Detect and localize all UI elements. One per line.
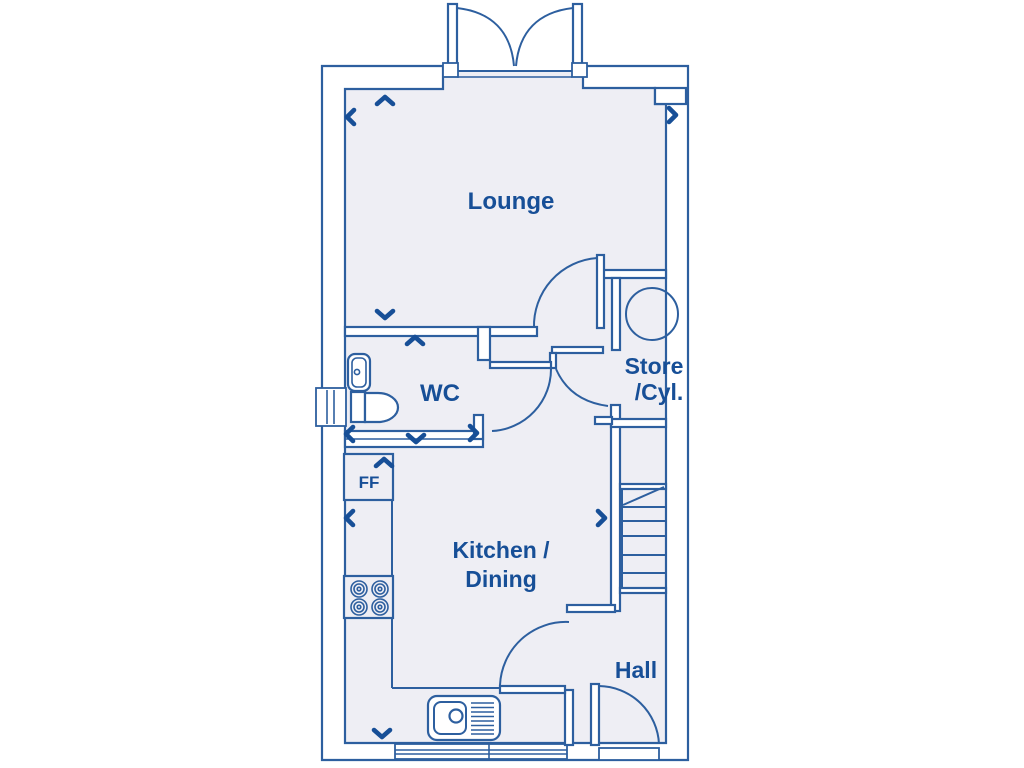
lounge-right-arrow [666, 105, 679, 125]
store-door-leaf [593, 415, 614, 426]
store-label-line2: /Cyl. [635, 379, 684, 405]
store-north-wall [601, 268, 668, 280]
lobby-wall-stub [548, 351, 558, 370]
hall-west-wall-stub [563, 688, 575, 747]
store-label-line1: Store [625, 353, 684, 379]
front-door-leaf [589, 682, 601, 747]
kitchen-label-line1: Kitchen / [452, 537, 550, 563]
floor-area [345, 71, 666, 743]
lounge-door-leaf [595, 253, 606, 330]
kitchen-label-line2: Dining [465, 566, 537, 592]
wc-door-swing-arc [491, 367, 553, 432]
wc-right-arrow [467, 423, 480, 443]
kitchen-right-arrow [595, 508, 608, 528]
wc-left-arrow [343, 424, 356, 444]
wc-toilet [349, 390, 400, 424]
dimension-arrows [343, 94, 679, 740]
kitchen-door-swing-arc [499, 620, 570, 686]
wc-basin [346, 352, 372, 393]
meter-box [315, 387, 347, 427]
kitchen-up-arrow [373, 456, 395, 469]
hall-label: Hall [615, 657, 657, 683]
lounge-down-arrow [374, 308, 396, 321]
chimney-notch [653, 86, 688, 106]
lobby-wall-segment [550, 345, 605, 355]
stairs-top-edge [618, 482, 668, 491]
store-door-swing-arc [555, 368, 609, 407]
french-doors [442, 2, 588, 78]
front-door-threshold [598, 747, 660, 761]
lounge-label: Lounge [468, 188, 555, 215]
lounge-south-wall [343, 325, 539, 338]
hall-north-wall [565, 603, 617, 614]
wc-east-jamb-upper [476, 325, 492, 362]
french-door-right-jamb [571, 62, 588, 78]
stairs-winder-line [622, 486, 665, 506]
wc-door-leaf [488, 360, 553, 370]
kitchen-door-leaf [498, 684, 567, 695]
lounge-left-arrow [344, 107, 357, 127]
french-door-left-leaf [446, 2, 459, 69]
stairs-bottom-edge [618, 586, 668, 595]
lounge-up-arrow [374, 94, 396, 107]
french-door-left-jamb [442, 62, 459, 78]
store-west-wall-upper [610, 276, 622, 352]
hob [342, 574, 395, 620]
kitchen-left-arrow [343, 508, 356, 528]
lounge-door-swing-arc [532, 257, 598, 329]
french-door-right-leaf [571, 2, 584, 69]
store-south-wall [609, 417, 668, 429]
internal-doors [488, 253, 660, 761]
french-door-left-swing-arc [456, 7, 515, 67]
front-door-swing-arc [598, 685, 660, 745]
kitchen-sink-drainer [426, 694, 502, 742]
fridge-freezer-label: FF [359, 473, 380, 492]
stairs [618, 482, 668, 595]
wc-label: WC [420, 380, 460, 407]
wc-down-arrow [405, 432, 427, 445]
kitchen-down-arrow [371, 727, 393, 740]
window [394, 743, 568, 760]
wc-up-arrow [404, 334, 426, 347]
kitchen-east-wall [609, 403, 622, 613]
french-door-right-swing-arc [515, 7, 574, 67]
internal-walls [343, 268, 668, 747]
hot-water-cylinder [625, 287, 679, 341]
